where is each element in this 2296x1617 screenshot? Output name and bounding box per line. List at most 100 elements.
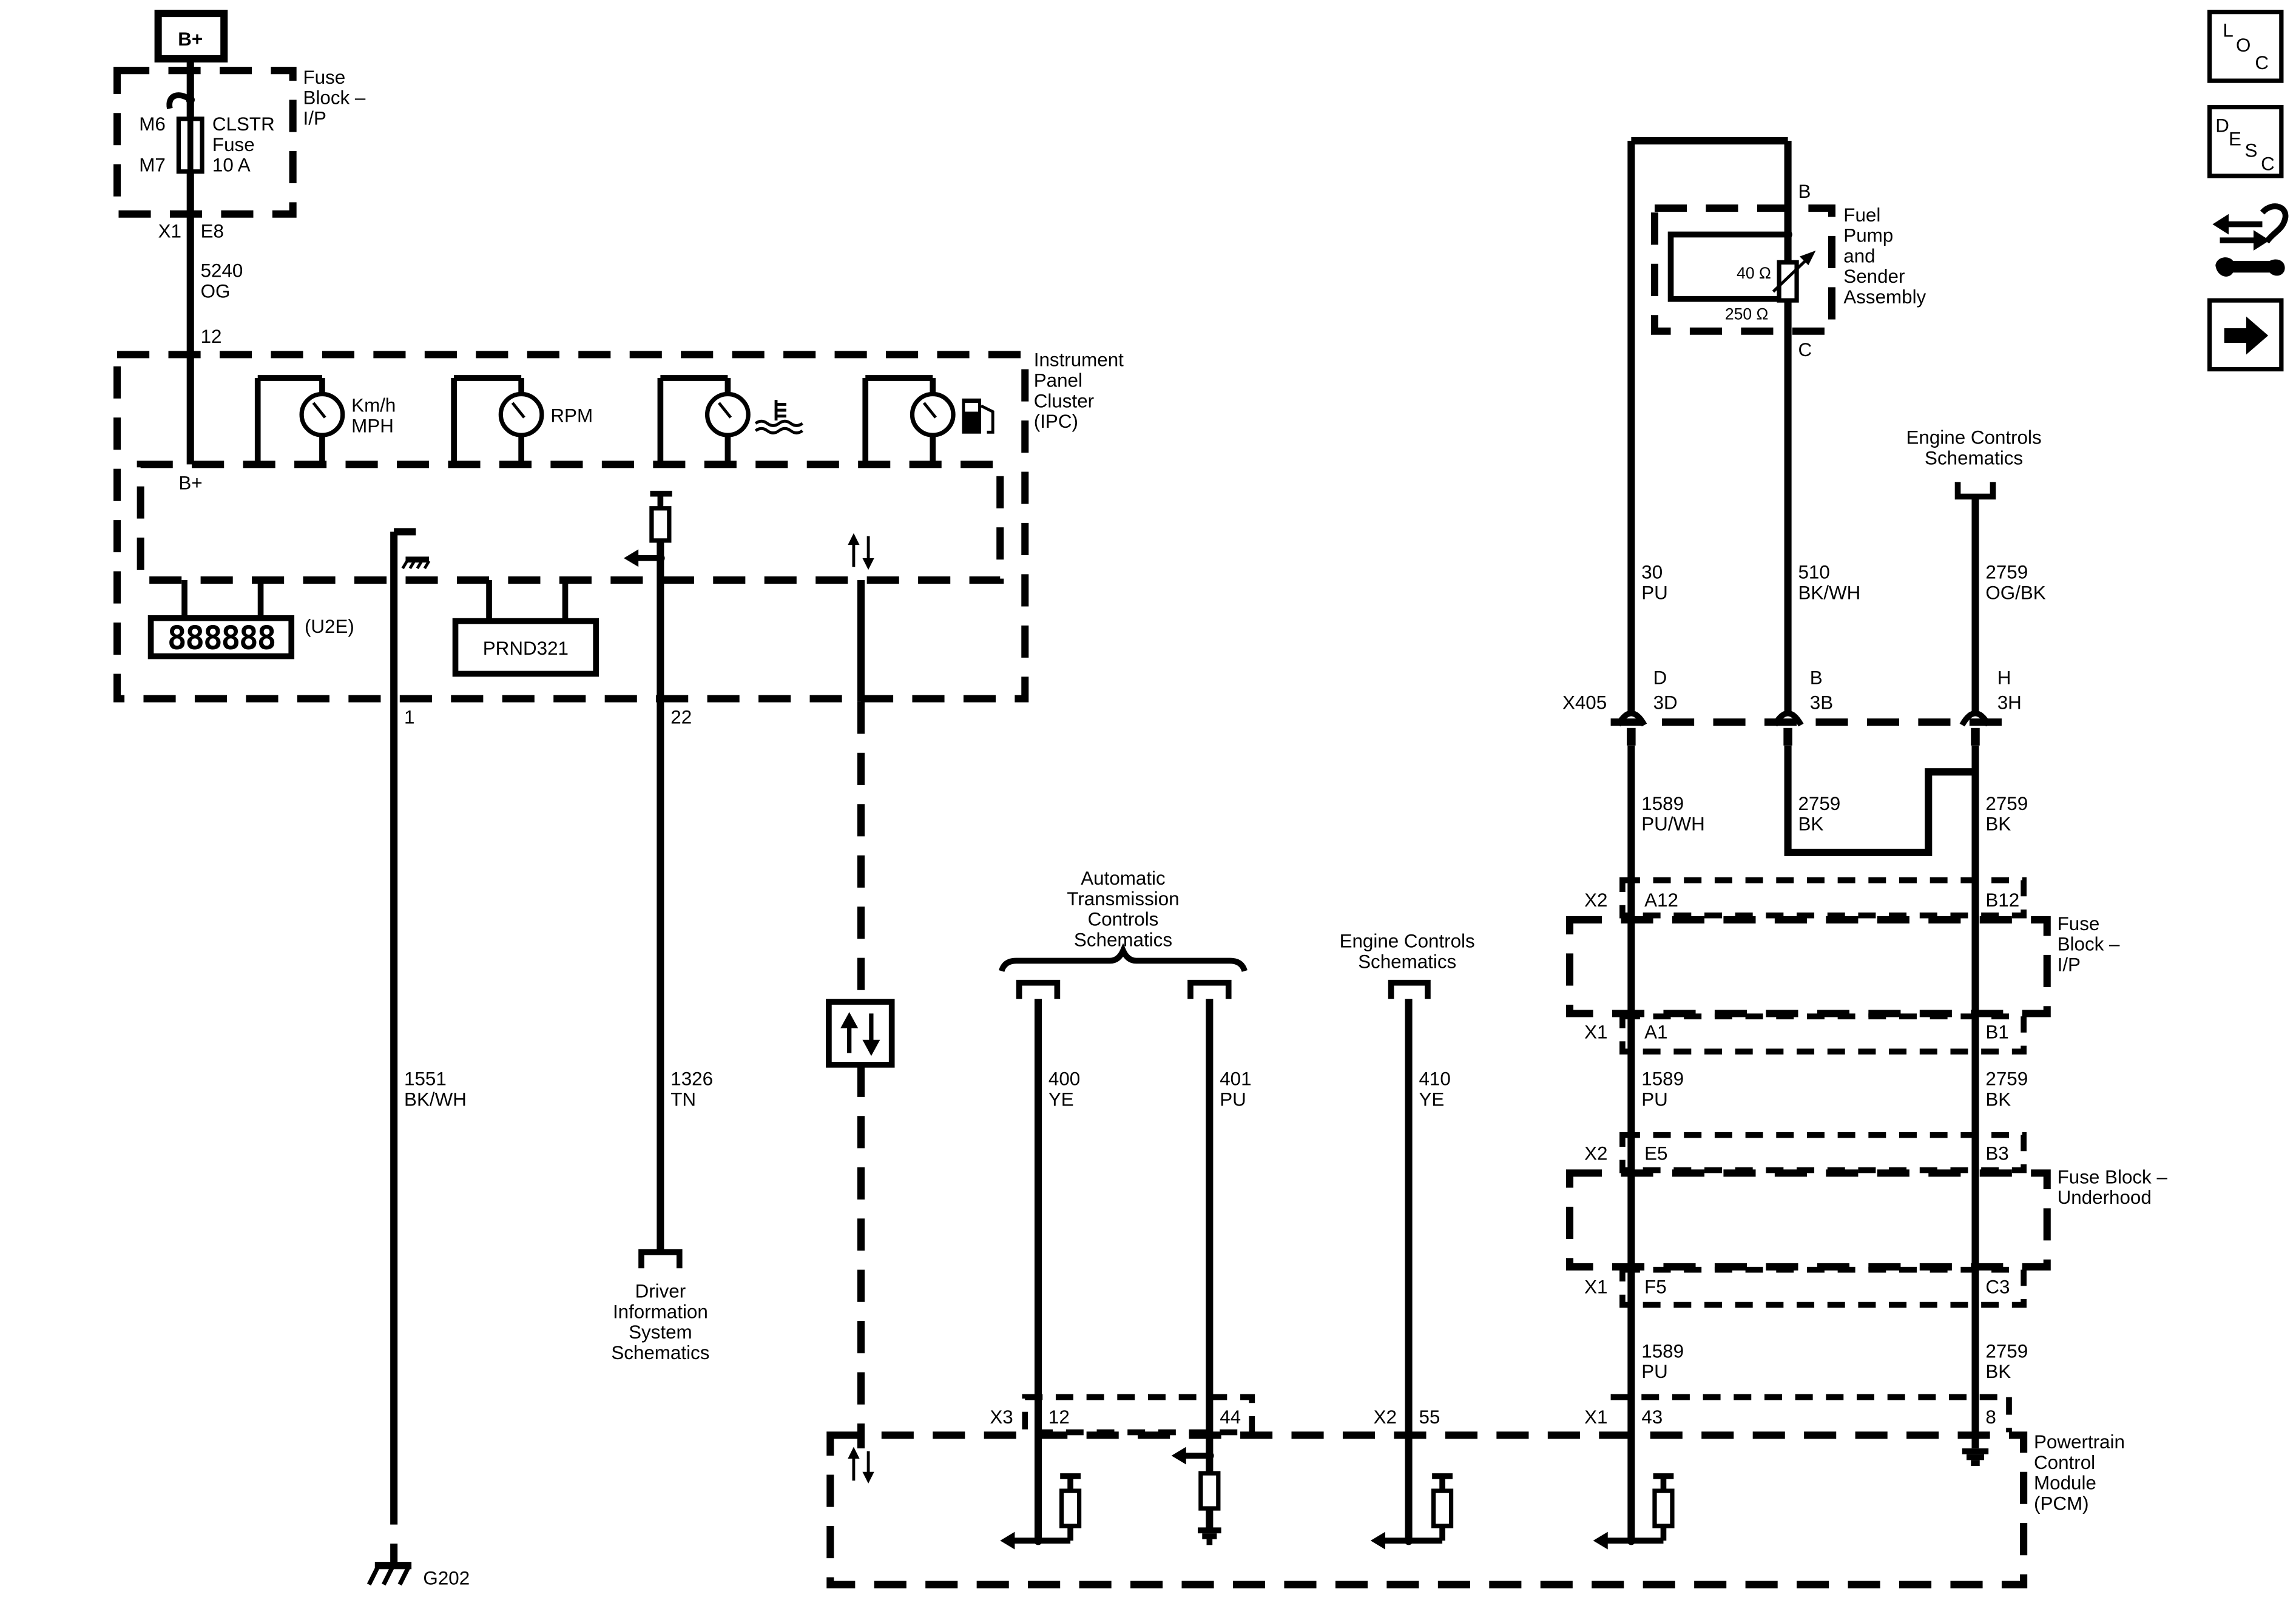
pcm-input-circuit-401: [1171, 1447, 1221, 1545]
fuel-sender-pin-b: B: [1798, 181, 1811, 202]
ipc-pin-22: 22: [670, 707, 692, 728]
fuse-block-ip-x1: X1: [1584, 1021, 1607, 1042]
svg-text:C: C: [2261, 153, 2275, 174]
engine-controls-mid-bracket: [1388, 979, 1431, 999]
svg-text:E: E: [2229, 128, 2241, 149]
repair-procedure-icon[interactable]: [2212, 203, 2289, 277]
fuse-block-underhood-c3: C3: [1985, 1276, 2010, 1297]
pcm-input-circuit-1589: [1593, 1473, 1675, 1550]
pcm-input-circuit-400: [1000, 1473, 1082, 1550]
fuel-sender-40-ohm: 40 Ω: [1737, 264, 1771, 282]
fuse-block-underhood-x1: X1: [1584, 1276, 1607, 1297]
ipc-dis-output-circuit: [624, 490, 672, 1251]
fuse-block-ip-a1: A1: [1644, 1021, 1667, 1042]
atc-reference-brace: [999, 943, 1248, 972]
dis-reference-bracket: [638, 1249, 683, 1269]
pcm-x3-label: X3: [990, 1406, 1013, 1428]
svg-text:C: C: [2255, 52, 2269, 73]
fuse-terminal-m6: M6: [139, 113, 166, 135]
fuse-connector-x1: X1: [158, 220, 181, 241]
next-page-button[interactable]: [2207, 298, 2284, 372]
x405-pin-3b: 3B: [1810, 692, 1833, 713]
fuse-block-underhood-f5: F5: [1644, 1276, 1667, 1297]
fuse-connector-pin-e8: E8: [201, 220, 224, 241]
ipc-pin-12: 12: [201, 326, 222, 347]
x405-pin-3h: 3H: [1997, 692, 2022, 713]
fuel-level-sensor-resistor: [1777, 260, 1799, 303]
fuse-block-underhood-x2: X2: [1584, 1143, 1607, 1164]
coolant-temperature-gauge: [657, 375, 803, 465]
ipc-ground-circuit: [390, 528, 431, 1566]
pcm-outline: [826, 1431, 2028, 1588]
fuse-block-ip-top-outline: [113, 67, 297, 218]
svg-text:O: O: [2236, 35, 2250, 56]
tachometer-label: RPM: [550, 405, 593, 426]
fuel-sender-float-arm: [1667, 231, 1788, 302]
ipc-internal-bus: [137, 461, 1004, 584]
fuse-terminal-m7: M7: [139, 155, 166, 176]
fuse-block-ip-x2: X2: [1584, 890, 1607, 911]
pcm-x2-label: X2: [1374, 1406, 1397, 1428]
fuel-pump-sender-outline: [1650, 204, 1836, 335]
engine-controls-top-bracket: [1954, 482, 1996, 500]
fuel-pump-icon: [962, 398, 994, 434]
svg-text:S: S: [2245, 140, 2258, 161]
odometer-display: [147, 615, 295, 660]
fuse-block-underhood-title: Fuse Block –Underhood: [2058, 1166, 2168, 1208]
location-view-button[interactable]: L O C: [2207, 10, 2284, 83]
description-view-button[interactable]: D E S C: [2207, 104, 2284, 178]
tachometer-gauge: RPM: [451, 375, 593, 465]
pcm-input-circuit-410: [1370, 1473, 1454, 1550]
fuel-level-gauge: [862, 375, 994, 465]
x405-pin-3d: 3D: [1653, 692, 1678, 713]
ipc-pin-1: 1: [404, 707, 414, 728]
ipc-outline: [113, 351, 1029, 703]
fuse-block-underhood-e5: E5: [1644, 1143, 1667, 1164]
x405-label: X405: [1562, 692, 1607, 713]
odometer-code-u2e: (U2E): [305, 616, 354, 637]
fuse-block-ip-lower: [1565, 877, 2051, 1055]
arrow-right-icon: [2246, 316, 2269, 355]
x405-pin-d: D: [1653, 667, 1667, 688]
odometer-digits: 888888: [167, 619, 275, 657]
fuse-block-ip-a12: A12: [1644, 890, 1678, 911]
pcm-x1-pin-8: 8: [1985, 1406, 1996, 1428]
pcm-x3-pin-44: 44: [1220, 1406, 1241, 1428]
x405-pin-b: B: [1810, 667, 1823, 688]
x405-pin-h: H: [1997, 667, 2011, 688]
serial-data-circuit: [826, 533, 895, 1484]
svg-text:L: L: [2223, 20, 2233, 41]
g202-label: G202: [423, 1568, 470, 1589]
pcm-x2-pin-55: 55: [1419, 1406, 1440, 1428]
svg-text:D: D: [2215, 115, 2229, 137]
ipc-bplus-label: B+: [178, 472, 202, 493]
pcm-x1-pin-43: 43: [1641, 1406, 1663, 1428]
serial-data-symbol: [826, 999, 895, 1068]
fuel-sender-pin-c: C: [1798, 339, 1812, 360]
